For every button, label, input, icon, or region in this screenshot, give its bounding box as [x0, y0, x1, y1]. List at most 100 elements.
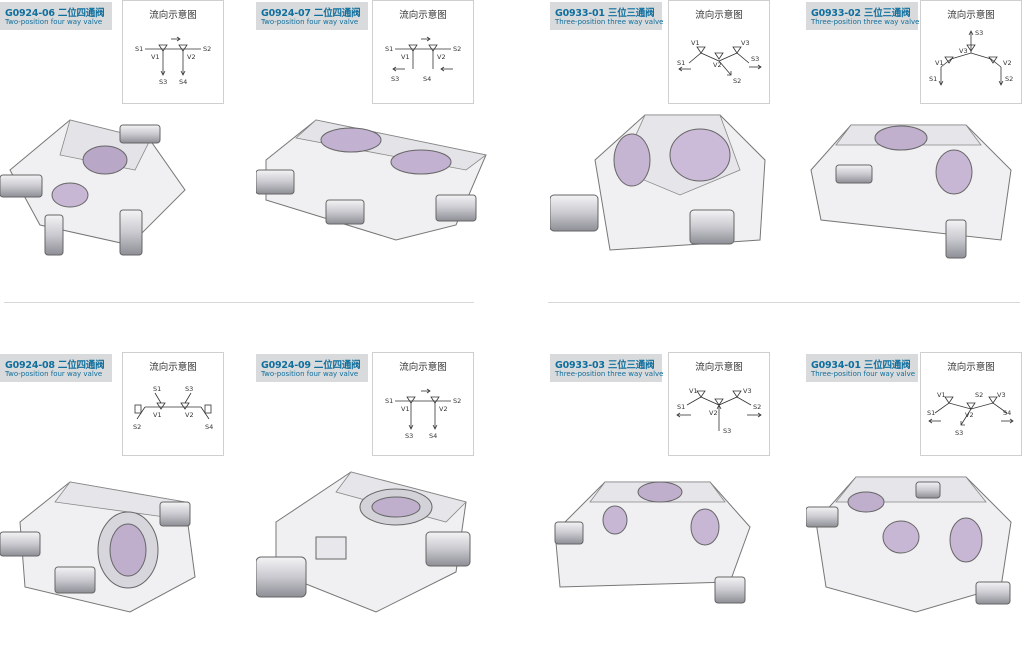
port-label: V1: [401, 405, 410, 413]
flow-schematic: S1 S2 V1 V2 S3 S4: [385, 388, 461, 440]
port-label: V1: [151, 53, 160, 61]
product-tag: G0933-03 三位三通阀 Three-position three way …: [550, 354, 664, 382]
flow-schematic: S1 S2 V1 V2 S3 S4: [135, 36, 211, 86]
product-card-g0924-07: G0924-07 二位四通阀 Two-position four way val…: [256, 0, 511, 300]
port-label: S1: [677, 403, 685, 411]
port-label: V2: [1003, 59, 1012, 67]
port-label: V2: [709, 409, 718, 417]
port-label: S1: [927, 409, 935, 417]
port-label: S1: [929, 75, 937, 83]
product-description: Two-position four way valve: [5, 18, 103, 26]
port-label: S1: [677, 59, 685, 67]
port-label: S3: [975, 29, 983, 37]
product-card-g0924-06: G0924-06 二位四通阀 Two-position four way val…: [0, 0, 255, 300]
port-label: V3: [997, 391, 1006, 399]
flow-diagram-title: 流向示意图: [149, 362, 197, 373]
port-label: S1: [153, 385, 161, 393]
port-label: V1: [937, 391, 946, 399]
product-code: G0933-01 三位三通阀: [555, 8, 655, 19]
product-description: Two-position four way valve: [5, 370, 103, 378]
port-label: S1: [385, 45, 393, 53]
port-label: V2: [439, 405, 448, 413]
flow-schematic: S1 S3 V1 V2 S2 S4: [133, 385, 213, 431]
port-label: S4: [423, 75, 431, 83]
row-divider: [548, 302, 1020, 303]
product-code: G0933-02 三位三通阀: [811, 8, 911, 19]
port-label: S4: [205, 423, 213, 431]
flow-diagram-title: 流向示意图: [695, 362, 743, 373]
product-code: G0924-07 二位四通阀: [261, 8, 361, 19]
product-tag: G0934-01 三位四通阀 Three-position four way v…: [806, 354, 918, 382]
port-label: V1: [153, 411, 162, 419]
port-label: S1: [135, 45, 143, 53]
product-tag: G0924-06 二位四通阀 Two-position four way val…: [0, 2, 112, 30]
port-label: S2: [753, 403, 761, 411]
flow-diagram: 流向示意图 V1 V2 V3 S1 S2 S3: [668, 352, 770, 456]
valve-block-render: [550, 114, 766, 251]
port-label: S2: [453, 45, 461, 53]
port-label: S3: [391, 75, 399, 83]
product-code: G0934-01 三位四通阀: [811, 360, 911, 371]
flow-diagram-title: 流向示意图: [399, 10, 447, 21]
flow-schematic: V1 V2 V3 S1 S2 S3 S4: [927, 391, 1014, 437]
flow-schematic: V1 V2 V3 S1 S2 S3: [676, 387, 762, 435]
port-label: S4: [179, 78, 187, 86]
flow-diagram: 流向示意图 S1 S3 V1 V2 S2 S4: [122, 352, 224, 456]
port-label: V2: [965, 411, 974, 419]
port-label: S3: [751, 55, 759, 63]
valve-block-render: [806, 476, 1012, 613]
port-label: V3: [741, 39, 750, 47]
flow-diagram: 流向示意图 S3 V3 V1 V2 S1 S2: [920, 0, 1022, 104]
port-label: S2: [733, 77, 741, 85]
flow-diagram-title: 流向示意图: [695, 10, 743, 21]
row-divider: [4, 302, 474, 303]
product-description: Two-position four way valve: [261, 18, 359, 26]
valve-block-render: [0, 481, 196, 613]
flow-diagram-title: 流向示意图: [399, 362, 447, 373]
product-card-g0933-01: G0933-01 三位三通阀 Three-position three way …: [550, 0, 805, 300]
product-tag: G0933-02 三位三通阀 Three-position three way …: [806, 2, 919, 30]
port-label: V1: [691, 39, 700, 47]
flow-diagram: 流向示意图 S1 S2 V1 V2 S3 S4: [372, 0, 474, 104]
product-tag: G0924-09 二位四通阀 Two-position four way val…: [256, 354, 368, 382]
valve-block-render: [554, 481, 751, 604]
product-card-g0924-08: G0924-08 二位四通阀 Two-position four way val…: [0, 352, 255, 652]
product-tag: G0933-01 三位三通阀 Three-position three way …: [550, 2, 664, 30]
flow-schematic: S1 S2 V1 V2 S3 S4: [385, 36, 461, 83]
valve-block-render: [810, 124, 1012, 259]
product-card-g0933-02: G0933-02 三位三通阀 Three-position three way …: [806, 0, 1024, 300]
port-label: S4: [429, 432, 437, 440]
port-label: S4: [1003, 409, 1011, 417]
port-label: V3: [959, 47, 968, 55]
flow-diagram: 流向示意图 V1 V2 V3 S1 S2 S3: [668, 0, 770, 104]
product-code: G0924-09 二位四通阀: [261, 360, 361, 371]
product-tag: G0924-08 二位四通阀 Two-position four way val…: [0, 354, 112, 382]
product-code: G0924-08 二位四通阀: [5, 360, 105, 371]
port-label: V2: [185, 411, 194, 419]
flow-diagram: 流向示意图 S1 S2 V1 V2 S3 S4: [372, 352, 474, 456]
port-label: S2: [1005, 75, 1013, 83]
product-description: Three-position three way valve: [555, 370, 664, 378]
product-code: G0924-06 二位四通阀: [5, 8, 105, 19]
product-description: Three-position three way valve: [555, 18, 664, 26]
flow-diagram-title: 流向示意图: [149, 10, 197, 21]
flow-schematic: S3 V3 V1 V2 S1 S2: [929, 29, 1013, 86]
port-label: S3: [405, 432, 413, 440]
product-description: Two-position four way valve: [261, 370, 359, 378]
port-label: S3: [723, 427, 731, 435]
flow-diagram-title: 流向示意图: [947, 10, 995, 21]
flow-schematic: V1 V2 V3 S1 S2 S3: [677, 39, 762, 85]
flow-diagram: 流向示意图 S1 S2 V1 V2 S3 S4: [122, 0, 224, 104]
product-code: G0933-03 三位三通阀: [555, 360, 655, 371]
port-label: V1: [689, 387, 698, 395]
port-label: V2: [187, 53, 196, 61]
port-label: V1: [401, 53, 410, 61]
product-card-g0934-01: G0934-01 三位四通阀 Three-position four way v…: [806, 352, 1024, 652]
port-label: V2: [713, 61, 722, 69]
port-label: S2: [975, 391, 983, 399]
product-card-g0933-03: G0933-03 三位三通阀 Three-position three way …: [550, 352, 805, 652]
port-label: S3: [159, 78, 167, 86]
valve-block-render: [256, 119, 487, 241]
flow-diagram: 流向示意图 V1 V2 V3 S1 S2 S3 S4: [920, 352, 1022, 456]
flow-diagram-title: 流向示意图: [947, 362, 995, 373]
